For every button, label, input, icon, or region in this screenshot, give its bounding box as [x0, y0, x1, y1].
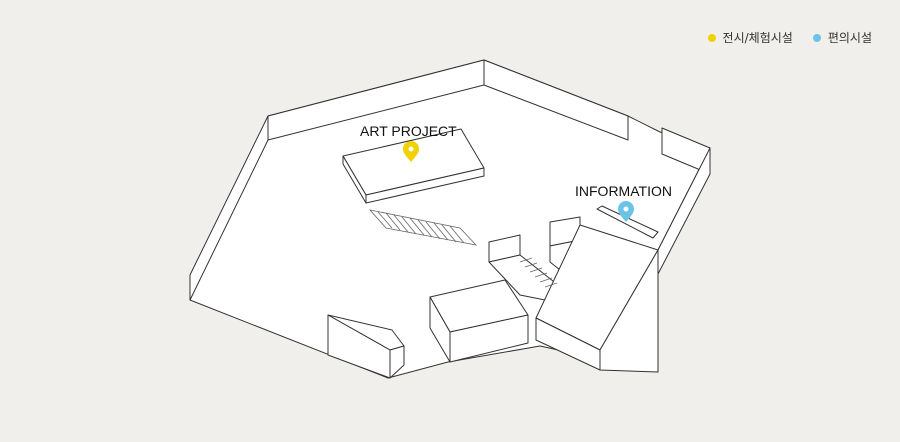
legend-item-amenities[interactable]: 편의시설 — [812, 29, 872, 46]
escalator-steps — [368, 209, 478, 246]
map-pin-icon — [618, 201, 634, 222]
left-block-side — [389, 345, 405, 379]
legend-label: 전시/체험시설 — [722, 31, 793, 45]
left-wall — [189, 115, 269, 301]
yellow-dot-icon — [707, 33, 716, 42]
art-project-label: ART PROJECT — [360, 123, 457, 139]
map-legend: 전시/체험시설 편의시설 — [707, 29, 872, 46]
back-right-wall — [483, 59, 629, 141]
legend-item-exhibition[interactable]: 전시/체험시설 — [707, 29, 793, 46]
center-block-side — [429, 296, 451, 363]
information-label: INFORMATION — [575, 183, 672, 199]
stair-steps — [519, 257, 558, 288]
right-block-side — [599, 249, 659, 373]
information-desk — [596, 205, 659, 239]
art-project-platform-front — [365, 167, 485, 204]
blue-dot-icon — [812, 33, 821, 42]
map-pin-icon — [403, 141, 419, 162]
legend-label: 편의시설 — [827, 31, 872, 45]
poi-art-project[interactable]: ART PROJECT — [360, 123, 457, 162]
poi-information[interactable]: INFORMATION — [575, 183, 672, 222]
